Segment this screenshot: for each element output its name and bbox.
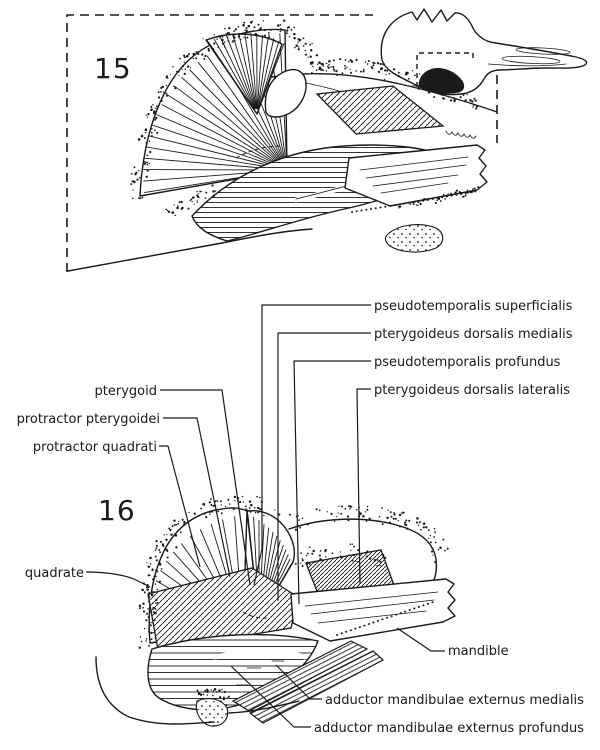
label-pterygoideus-dorsalis-lateralis: pterygoideus dorsalis lateralis [374,383,570,398]
label-mandible: mandible [448,644,509,659]
fig15-pterygoideus-band [315,85,445,135]
label-adductor-mandibulae-externus-medialis: adductor mandibulae externus medialis [325,693,584,708]
label-pterygoideus-dorsalis-medialis: pterygoideus dorsalis medialis [374,327,573,342]
label-quadrate: quadrate [25,566,84,581]
leader-protractor-pterygoidei [163,417,231,578]
figure-16 [95,495,456,727]
fig15-stippled-pad [384,224,444,253]
leader-pterygoid [160,389,251,586]
fig16-stippled-pad [195,698,229,727]
fig16-hidden-outline-dashes [242,611,268,619]
bill-edge-line [487,63,567,67]
leader-mandible [396,627,445,652]
skull-jaw-muscle-shadow [418,68,465,94]
leader-quadrate [85,571,151,588]
fig15-mandible [344,144,488,213]
label-pseudotemporalis-superficialis: pseudotemporalis superficialis [374,299,573,314]
figure-15-number: 15 [94,52,132,85]
label-pterygoid: pterygoid [95,384,157,399]
fig16-throat-outline [95,656,215,725]
label-protractor-quadrati: protractor quadrati [33,440,157,455]
leader-pterygoideus-dorsalis-medialis [277,332,371,601]
fig15-dashed-frame-left-top [66,14,373,272]
leader-pterygoideus-dorsalis-lateralis [356,388,371,585]
label-adductor-mandibulae-externus-profundus: adductor mandibulae externus profundus [314,721,584,736]
leader-adductor-profundus [230,665,311,728]
bill-slit-upper [515,47,571,55]
figure-15 [66,8,588,272]
figure-16-number: 16 [98,494,136,527]
skull-outline [380,8,588,96]
skull-inset [380,8,588,96]
leader-pseudotemporalis-superficialis [253,304,371,586]
leader-protractor-quadrati [159,445,201,568]
labels: 15 16 pseudotemporalis superficialis pte… [17,52,585,736]
label-pseudotemporalis-profundus: pseudotemporalis profundus [374,355,561,370]
fig15-upper-jaw-contour [271,73,498,113]
fig15-fan-muscle-upper [205,32,285,115]
fig16-jaw-underline [228,700,300,714]
fig16-lower-muscle-mass [147,633,319,711]
fig15-scalloped-bone-edge [445,130,477,139]
leader-adductor-medialis [275,664,322,700]
leader-lines [85,304,445,728]
skull-zoom-region-dashed-rect [416,52,474,87]
fig16-mandible [290,578,456,642]
fig16-upper-contour [288,518,438,583]
fig15-hidden-outline-dashes [235,145,281,159]
label-protractor-pterygoidei: protractor pterygoidei [17,412,160,427]
fig15-throat-outline [67,228,313,272]
leader-pseudotemporalis-profundus [293,360,371,605]
bill-slit-lower [501,55,561,65]
